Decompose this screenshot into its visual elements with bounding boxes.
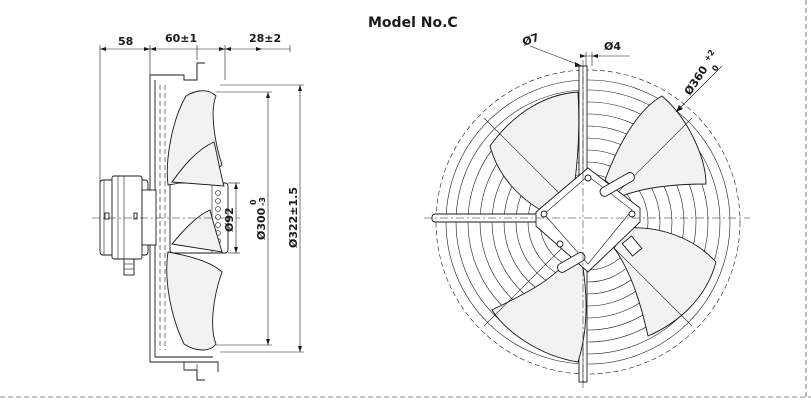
blade-front-2 xyxy=(613,227,717,337)
dim-dia360-tol-low: 0 xyxy=(710,63,721,73)
dim-dia360-tol-up: +2 xyxy=(702,48,716,63)
model-title: Model No.C xyxy=(368,15,458,31)
dim-dia4: Ø4 xyxy=(604,40,621,53)
blade-front-1 xyxy=(604,95,707,197)
dim-dia360: Ø360 xyxy=(682,63,711,97)
outer-ring xyxy=(435,69,741,375)
blade-front-3 xyxy=(491,261,587,363)
dim-dia300: Ø300 xyxy=(255,207,268,240)
side-view: 58 60±1 28±2 xyxy=(92,32,304,381)
dim-dia300-tol-up: 0 xyxy=(249,199,258,205)
dim-58: 58 xyxy=(118,35,133,48)
dim-dia300-tol-low: -3 xyxy=(258,197,267,206)
dim-60: 60±1 xyxy=(165,32,197,45)
blade-side-lower xyxy=(171,209,223,253)
dim-dia7: Ø7 xyxy=(521,31,541,49)
front-view: Ø7 Ø4 Ø360 +2 0 xyxy=(424,31,750,388)
blade-front-4 xyxy=(489,91,580,215)
blade-side-bottom xyxy=(166,251,223,351)
dim-dia322: Ø322±1.5 xyxy=(287,187,300,248)
dim-28: 28±2 xyxy=(249,32,281,45)
dim-dia92: Ø92 xyxy=(223,207,236,232)
blade-side-upper xyxy=(171,141,225,187)
